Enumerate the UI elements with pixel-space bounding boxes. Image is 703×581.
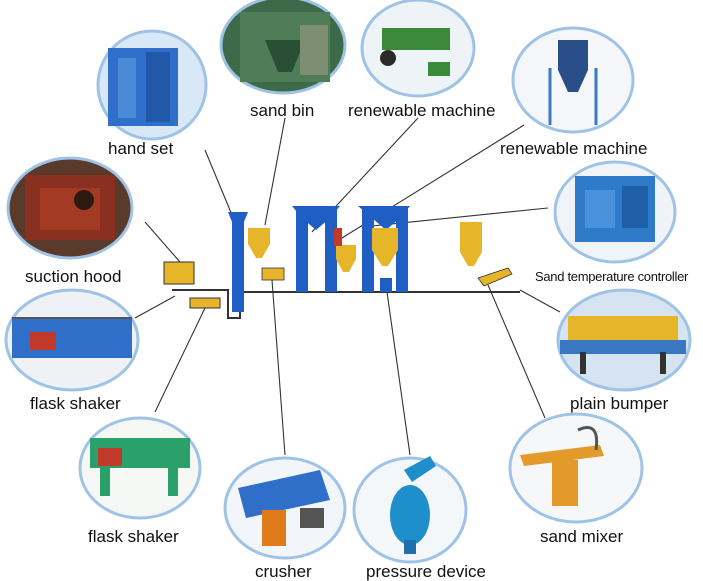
pressure-unit — [380, 278, 392, 292]
hopper-2-cone — [336, 259, 356, 272]
bubble-crusher — [223, 456, 347, 560]
suction-hood-unit — [163, 261, 195, 285]
elevator-head-2 — [292, 206, 340, 230]
label-sand-temp-controller: Sand temperature controller — [535, 269, 689, 284]
bucket-elevator-5 — [396, 208, 408, 292]
elevator-head-1 — [228, 212, 248, 222]
crusher-unit — [261, 267, 285, 281]
hopper-3 — [372, 228, 398, 250]
label-pressure-device: pressure device — [366, 562, 487, 581]
leader-flask-shaker-1 — [134, 295, 176, 319]
conveyor-belt — [172, 289, 520, 319]
bubble-sand-bin — [219, 0, 347, 95]
leader-sand-mixer — [487, 284, 546, 419]
bubble-renewable-machine-1 — [360, 0, 476, 98]
bubble-renewable-machine-2 — [511, 26, 635, 134]
bubble-flask-shaker-1 — [4, 288, 140, 392]
bucket-elevator-2 — [296, 208, 308, 292]
label-flask-shaker-1: flask shaker — [30, 394, 121, 413]
leader-lines — [134, 117, 561, 456]
leader-crusher — [271, 279, 286, 456]
label-flask-shaker-2: flask shaker — [88, 527, 179, 546]
label-renewable-machine-2: renewable machine — [500, 139, 648, 158]
hopper-2 — [336, 245, 356, 259]
bubble-flask-shaker-2 — [78, 416, 202, 520]
sand-bin-hopper — [248, 228, 270, 244]
renewable-unit — [334, 228, 342, 246]
bucket-elevator-1 — [232, 212, 244, 312]
bucket-elevator-4 — [362, 208, 374, 292]
leader-plain-bumper — [519, 289, 561, 313]
bubble-sand-mixer — [508, 412, 644, 524]
hopper-4-cone — [460, 252, 482, 266]
sand-bin-hopper-cone — [248, 244, 270, 258]
bubble-sand-temp-controller — [553, 160, 677, 264]
sand-mixer-unit — [477, 267, 513, 287]
shaker-base — [189, 297, 221, 309]
bubble-suction-hood — [6, 156, 134, 260]
label-renewable-machine-1: renewable machine — [348, 101, 496, 120]
leader-hand-set — [204, 149, 233, 216]
label-plain-bumper: plain bumper — [570, 394, 669, 413]
bubble-pressure-device — [352, 456, 468, 564]
hopper-4 — [460, 222, 482, 252]
bubble-hand-set — [96, 29, 208, 141]
leader-suction-hood — [144, 221, 181, 263]
hopper-3-cone — [372, 250, 398, 266]
leader-pressure-device — [385, 284, 411, 456]
process-line — [163, 206, 520, 319]
leader-flask-shaker-2 — [154, 307, 206, 413]
label-hand-set: hand set — [108, 139, 174, 158]
label-suction-hood: suction hood — [25, 267, 122, 286]
label-crusher: crusher — [255, 562, 312, 581]
label-sand-mixer: sand mixer — [540, 527, 624, 546]
label-sand-bin: sand bin — [250, 101, 315, 120]
leader-sand-bin — [264, 117, 286, 226]
bubble-plain-bumper — [556, 288, 692, 392]
elevator-head-3 — [358, 206, 410, 230]
